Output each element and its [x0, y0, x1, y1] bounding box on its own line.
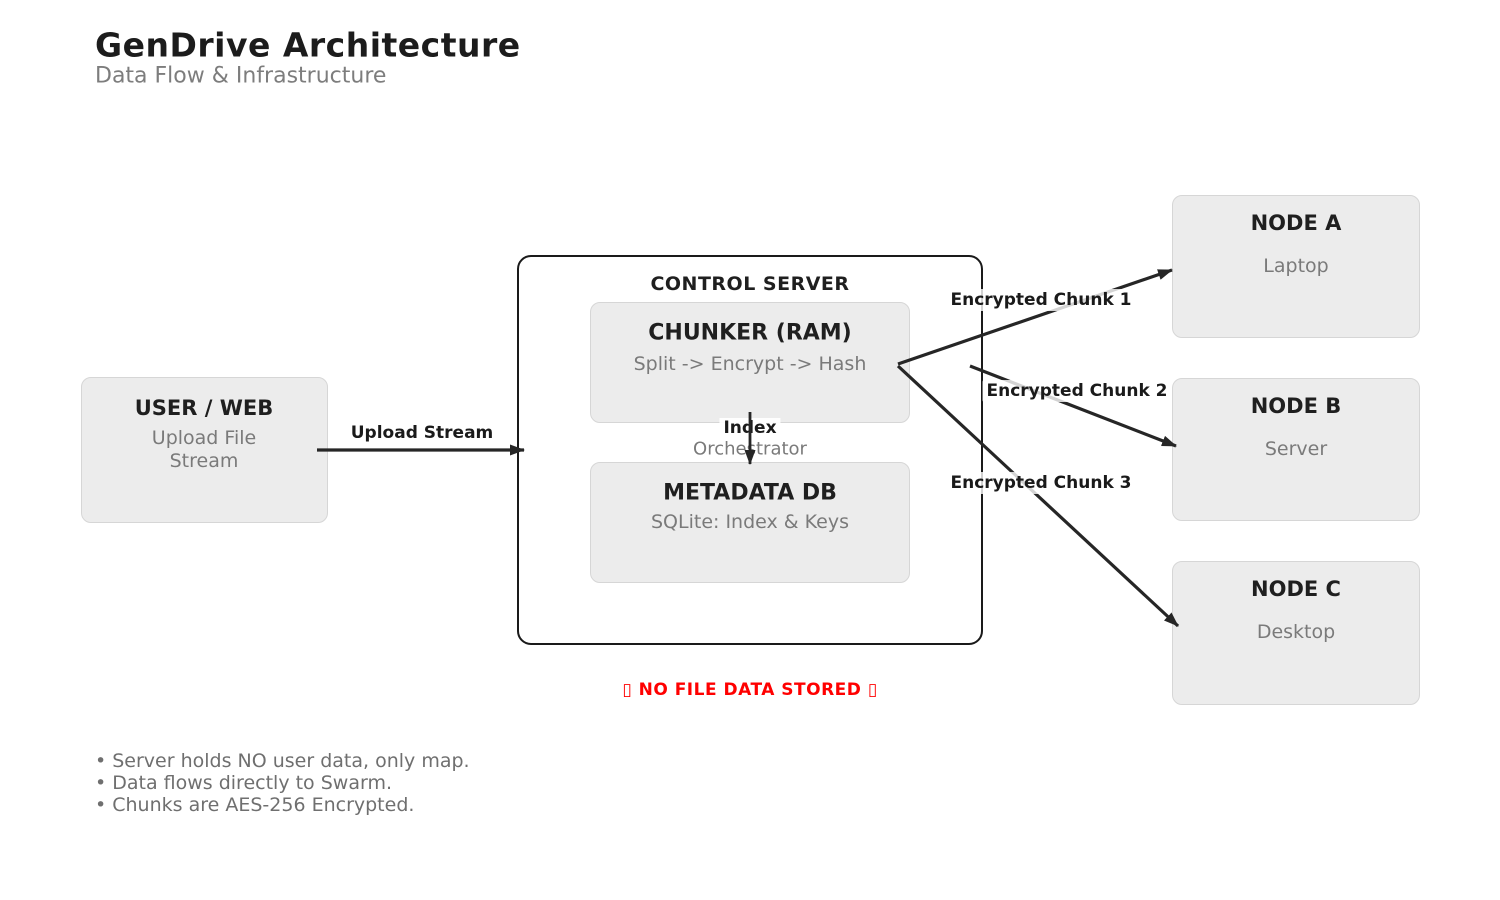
node-c-subtitle: Desktop	[1256, 621, 1336, 643]
index-label: Index	[719, 418, 781, 438]
upload-stream-label: Upload Stream	[346, 422, 498, 444]
node-c-box	[1172, 561, 1420, 705]
chunker-subtitle: Split -> Encrypt -> Hash	[633, 353, 867, 375]
page-subtitle: Data Flow & Infrastructure	[95, 63, 387, 89]
orchestrator-label: Orchestrator	[689, 438, 811, 460]
note-data-flows-to-swarm: • Data flows directly to Swarm.	[95, 772, 392, 794]
node-a-subtitle: Laptop	[1263, 255, 1329, 277]
metadata-db-title: METADATA DB	[663, 480, 837, 506]
node-a-title: NODE A	[1250, 211, 1342, 235]
no-file-data-warning: ▯ NO FILE DATA STORED ▯	[622, 680, 878, 700]
node-b-title: NODE B	[1250, 394, 1342, 418]
encrypted-chunk-1-label: Encrypted Chunk 1	[946, 289, 1136, 311]
node-a-box	[1172, 195, 1420, 338]
control-server-title: CONTROL SERVER	[650, 273, 850, 295]
chunker-title: CHUNKER (RAM)	[648, 320, 852, 346]
encrypted-chunk-3-label: Encrypted Chunk 3	[946, 472, 1136, 494]
user-web-box	[81, 377, 328, 523]
metadata-db-box	[590, 462, 910, 583]
user-web-title: USER / WEB	[134, 396, 274, 420]
metadata-db-subtitle: SQLite: Index & Keys	[650, 511, 850, 533]
page-title: GenDrive Architecture	[95, 25, 521, 65]
encrypted-chunk-2-label: Encrypted Chunk 2	[982, 380, 1172, 402]
encrypted-chunk-2-arrow	[969, 364, 1177, 448]
note-aes-256-encrypted: • Chunks are AES-256 Encrypted.	[95, 794, 415, 816]
note-server-holds-no-data: • Server holds NO user data, only map.	[95, 750, 470, 772]
chunker-box	[590, 302, 910, 423]
node-b-subtitle: Server	[1264, 438, 1328, 460]
user-web-subtitle-line1: Upload File	[151, 427, 257, 449]
node-c-title: NODE C	[1251, 577, 1341, 601]
user-web-subtitle-line2: Stream	[169, 450, 239, 472]
